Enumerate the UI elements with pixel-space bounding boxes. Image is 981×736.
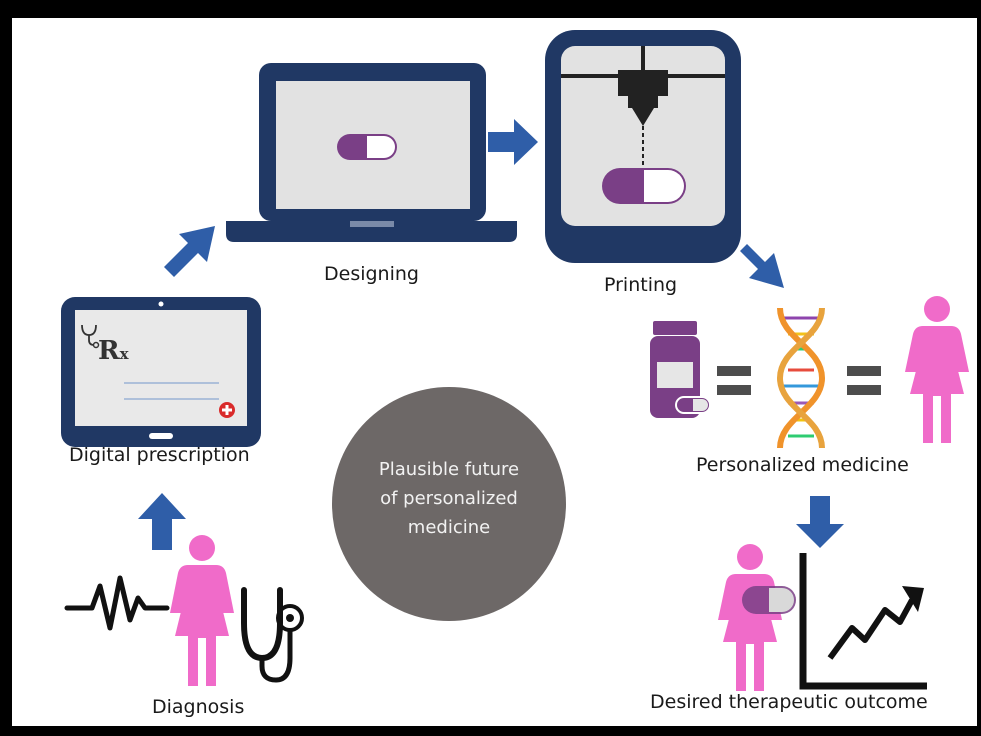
label-personalized-medicine: Personalized medicine	[696, 454, 909, 476]
arrow-to-printing	[488, 119, 538, 165]
rx-symbol-icon: Rx	[98, 336, 129, 366]
stethoscope-icon	[241, 587, 304, 683]
capsule-icon	[742, 586, 796, 614]
arrow-to-personalized	[740, 244, 784, 288]
tablet-icon	[61, 297, 261, 447]
center-line-2: of personalized	[380, 488, 518, 509]
growth-chart-icon	[799, 553, 927, 690]
center-line-3: medicine	[407, 517, 491, 538]
center-circle	[332, 387, 566, 621]
center-caption: Plausible future of personalized medicin…	[332, 455, 566, 542]
heartbeat-icon	[64, 575, 170, 631]
diagram-artwork	[61, 30, 969, 691]
dna-icon	[776, 307, 826, 449]
pill-bottle-icon	[650, 321, 711, 418]
label-printing: Printing	[604, 274, 678, 296]
label-diagnosis: Diagnosis	[152, 696, 245, 718]
woman-icon	[905, 296, 969, 443]
arrow-to-outcome	[796, 496, 844, 548]
3d-printer-icon	[545, 30, 741, 263]
label-designing: Designing	[324, 263, 419, 285]
woman-icon	[170, 535, 234, 686]
diagram-frame: Plausible future of personalized medicin…	[12, 18, 977, 726]
woman-icon	[718, 544, 782, 691]
equals-icon-1	[717, 366, 751, 395]
label-digital-prescription: Digital prescription	[69, 444, 250, 466]
equals-icon-2	[847, 366, 881, 395]
arrow-to-designing	[164, 226, 215, 277]
capsule-icon	[337, 134, 397, 160]
center-line-1: Plausible future	[378, 459, 520, 480]
stethoscope-mini-icon	[81, 324, 100, 349]
label-desired-outcome: Desired therapeutic outcome	[650, 691, 928, 713]
arrow-to-prescription	[138, 493, 186, 550]
